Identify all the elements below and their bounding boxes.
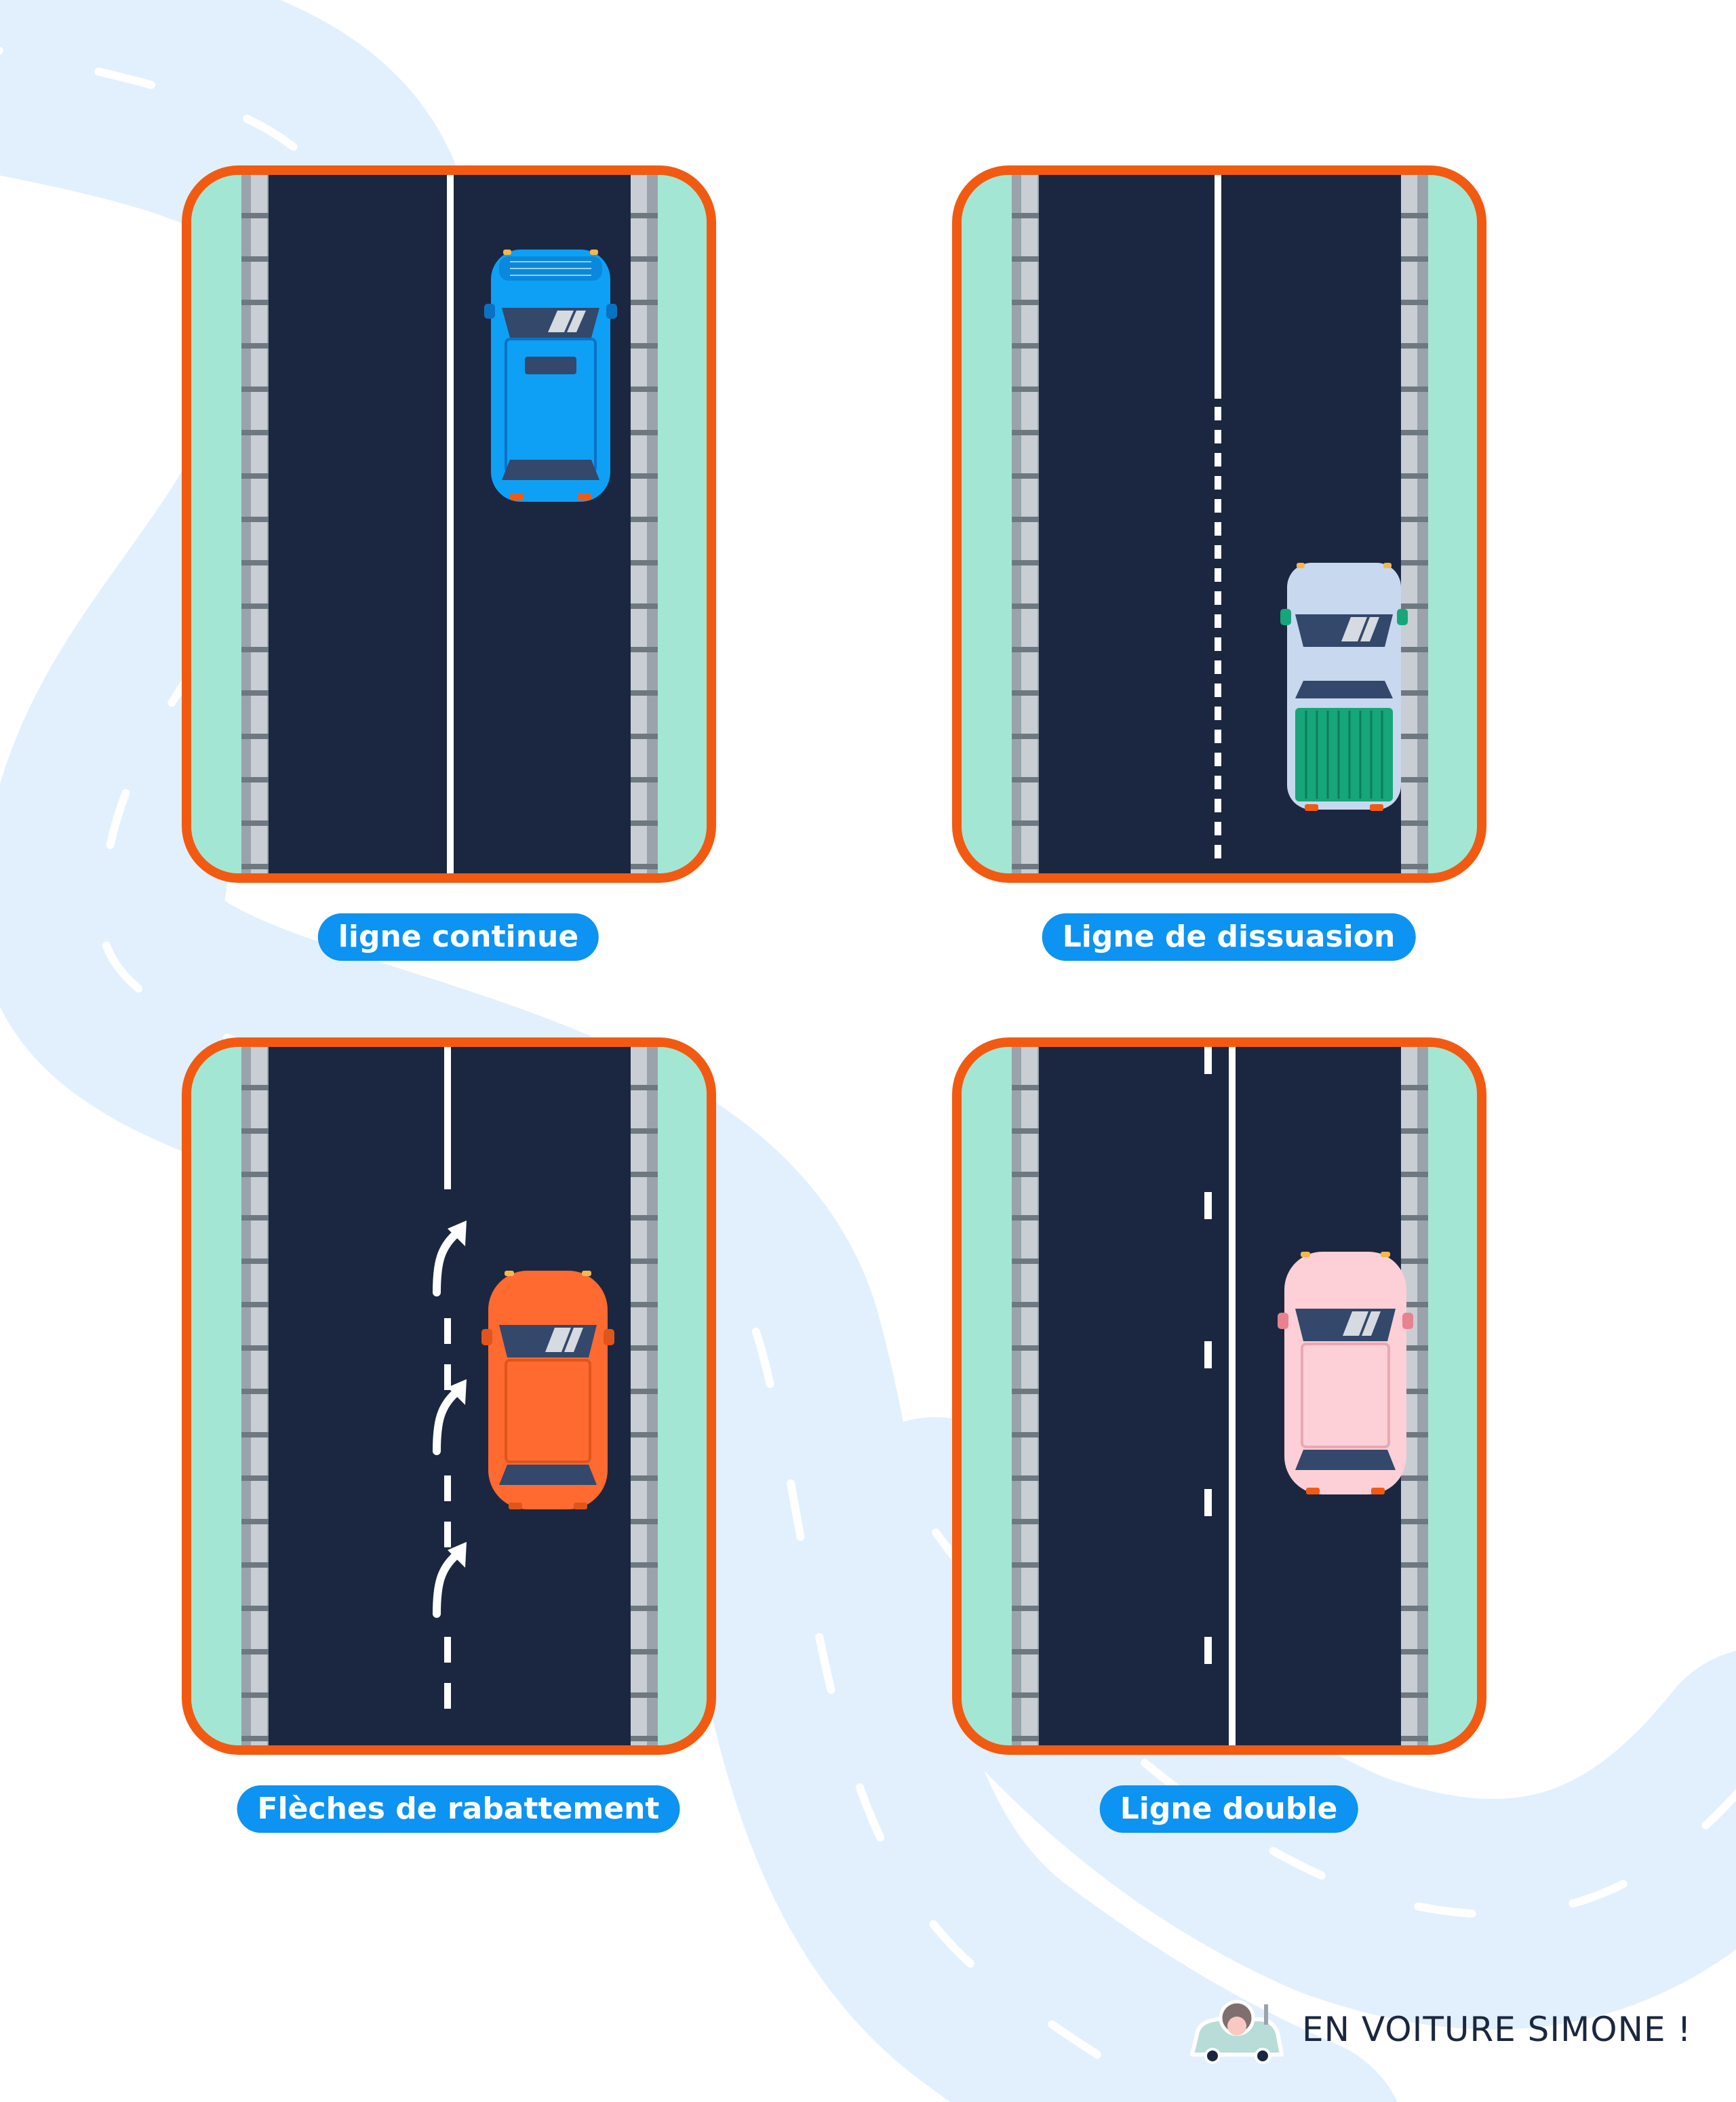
solid-line	[447, 175, 454, 873]
solid-line	[444, 1047, 451, 1189]
arrow-head-icon	[448, 1221, 467, 1246]
panel-fleches-de-rabattement	[182, 1037, 716, 1755]
right-guardrail	[631, 175, 658, 873]
road-scene	[191, 175, 707, 873]
road-scene	[191, 1047, 707, 1745]
panel-ligne-de-dissuasion	[952, 165, 1486, 883]
dashed-line	[1204, 1047, 1212, 1664]
arrow-head-icon	[448, 1542, 467, 1568]
left-guardrail	[241, 175, 269, 873]
solid-line	[1215, 175, 1221, 399]
brand-name: EN VOITURE SIMONE !	[1302, 2010, 1692, 2049]
car-with-driver-icon	[1190, 2000, 1284, 2064]
left-guardrail	[241, 1047, 269, 1745]
road-scene	[962, 175, 1477, 873]
short-dashes	[1215, 407, 1221, 858]
panel-ligne-continue	[182, 165, 716, 883]
car-sedan-pink	[1278, 1252, 1413, 1494]
label-ligne-double: Ligne double	[1099, 1785, 1358, 1833]
car-suv-blue	[484, 250, 617, 502]
car-sedan-orange	[481, 1271, 614, 1509]
label-fleches-de-rabattement: Flèches de rabattement	[237, 1785, 680, 1833]
arrow-head-icon	[448, 1379, 467, 1405]
brand: EN VOITURE SIMONE !	[1183, 1992, 1716, 2067]
fold-back-arrow-icon	[433, 1230, 460, 1618]
road-scene	[962, 1047, 1477, 1745]
label-ligne-continue: ligne continue	[317, 913, 599, 961]
left-guardrail	[1012, 1047, 1039, 1745]
right-guardrail	[631, 1047, 658, 1745]
left-guardrail	[1012, 175, 1039, 873]
car-pickup-grey	[1280, 563, 1408, 811]
right-guardrail	[1401, 175, 1428, 873]
label-ligne-de-dissuasion: Ligne de dissuasion	[1042, 913, 1416, 961]
dashed-line	[444, 1318, 451, 1709]
solid-line	[1229, 1047, 1236, 1745]
panel-ligne-double	[952, 1037, 1486, 1755]
